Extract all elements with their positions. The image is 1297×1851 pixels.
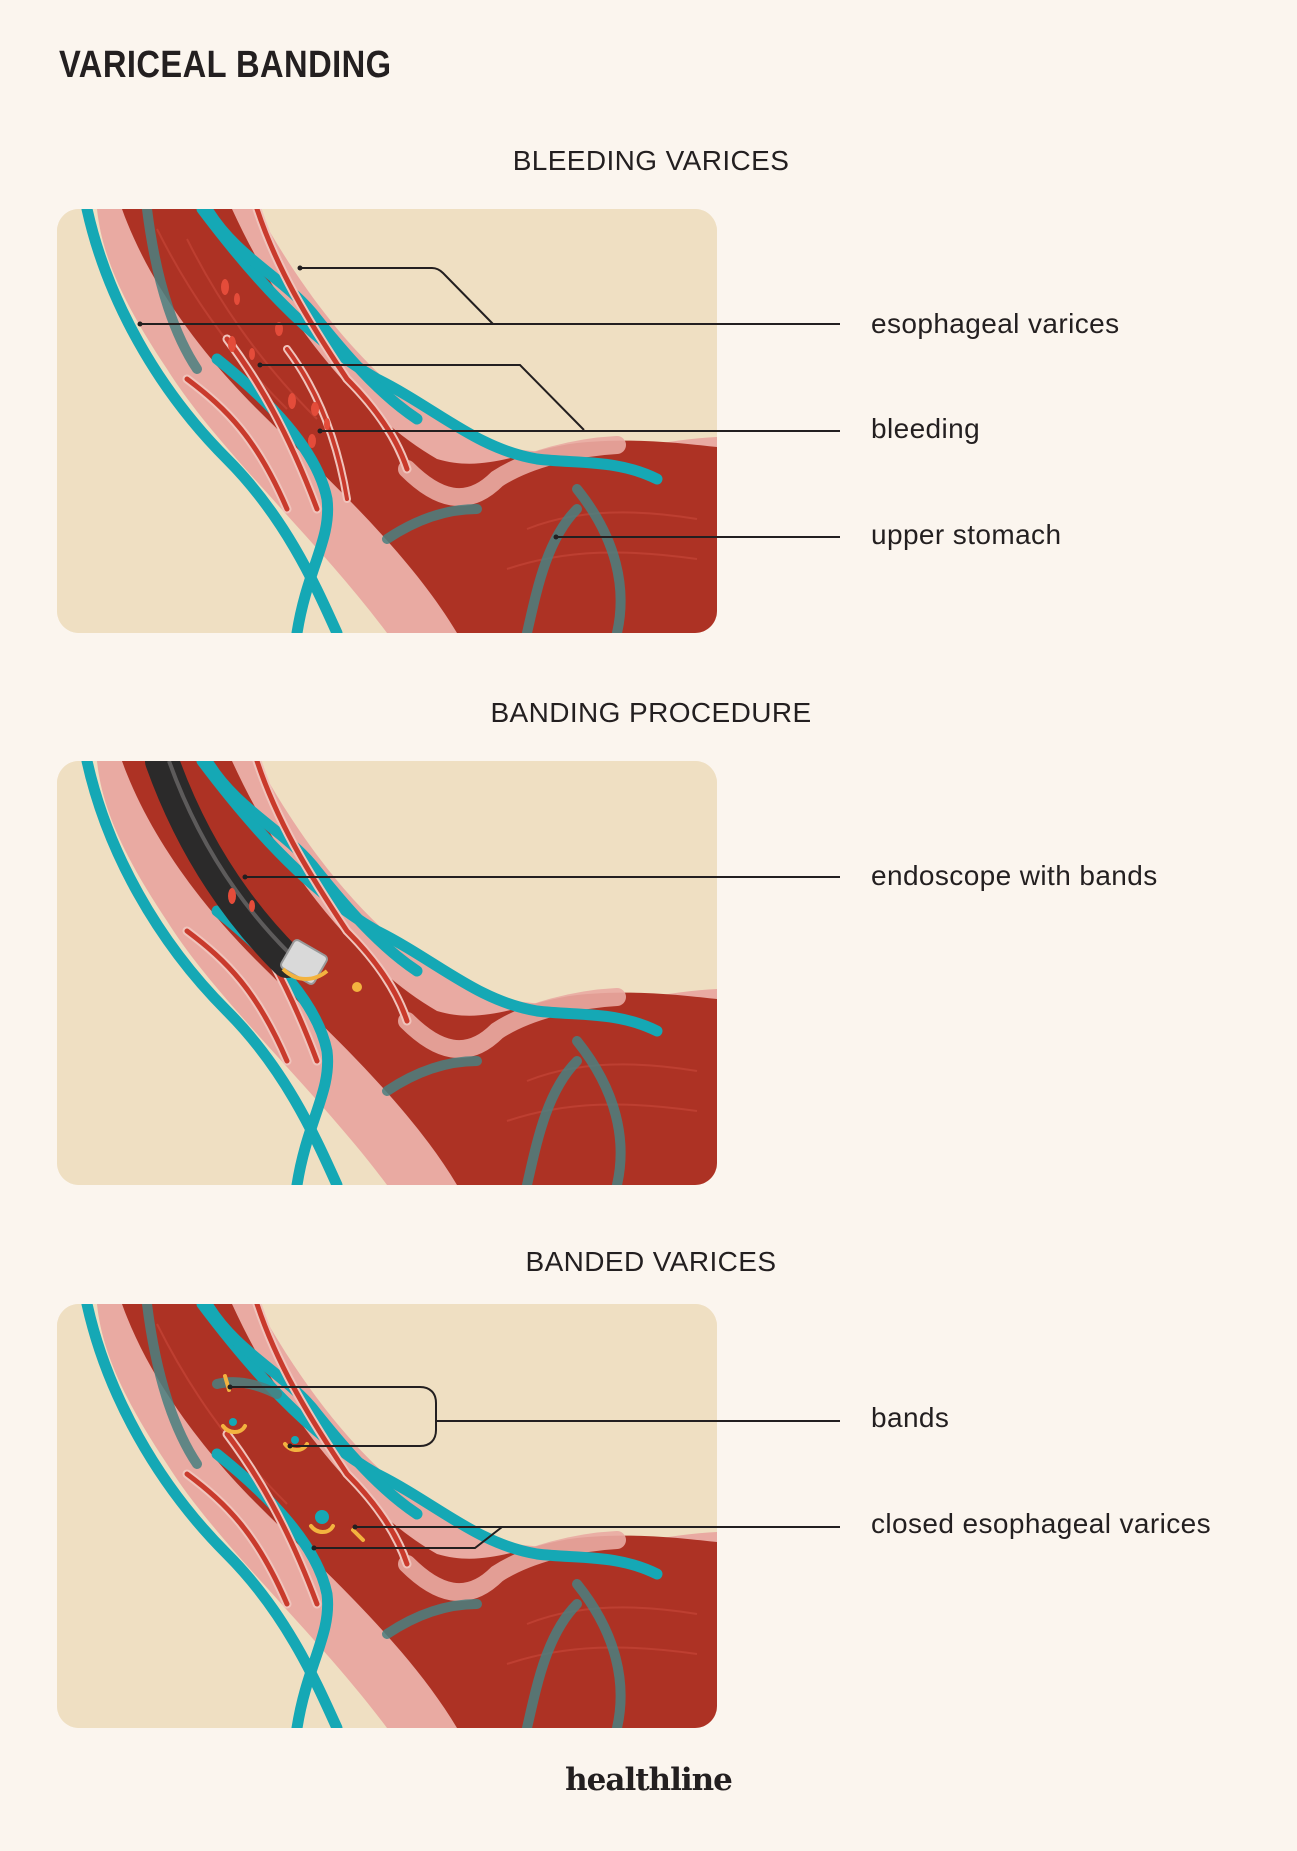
brand-logo: healthline: [565, 1762, 733, 1798]
panel-banding-procedure: [57, 761, 717, 1185]
illustration-bleeding-varices: [57, 209, 717, 633]
label-bands: bands: [871, 1402, 950, 1433]
section-title-banding-procedure: BANDING PROCEDURE: [490, 697, 812, 728]
panel-bleeding-varices: [57, 209, 717, 633]
illustration-banding-procedure: [57, 761, 717, 1185]
page-title: VARICEAL BANDING: [59, 44, 392, 86]
label-closed-esophageal-varices: closed esophageal varices: [871, 1508, 1211, 1539]
label-bleeding: bleeding: [871, 413, 981, 444]
label-endoscope-with-bands: endoscope with bands: [871, 860, 1158, 891]
rubber-band-icon: [352, 982, 362, 992]
illustration-banded-varices: [57, 1304, 717, 1728]
section-title-bleeding-varices: BLEEDING VARICES: [512, 145, 790, 176]
endoscope-tip-icon: [145, 761, 329, 985]
section-title-banded-varices: BANDED VARICES: [525, 1246, 777, 1277]
label-esophageal-varices: esophageal varices: [871, 308, 1120, 339]
panel-banded-varices: [57, 1304, 717, 1728]
blood-droplet-icon: [228, 888, 255, 912]
label-upper-stomach: upper stomach: [871, 519, 1062, 550]
